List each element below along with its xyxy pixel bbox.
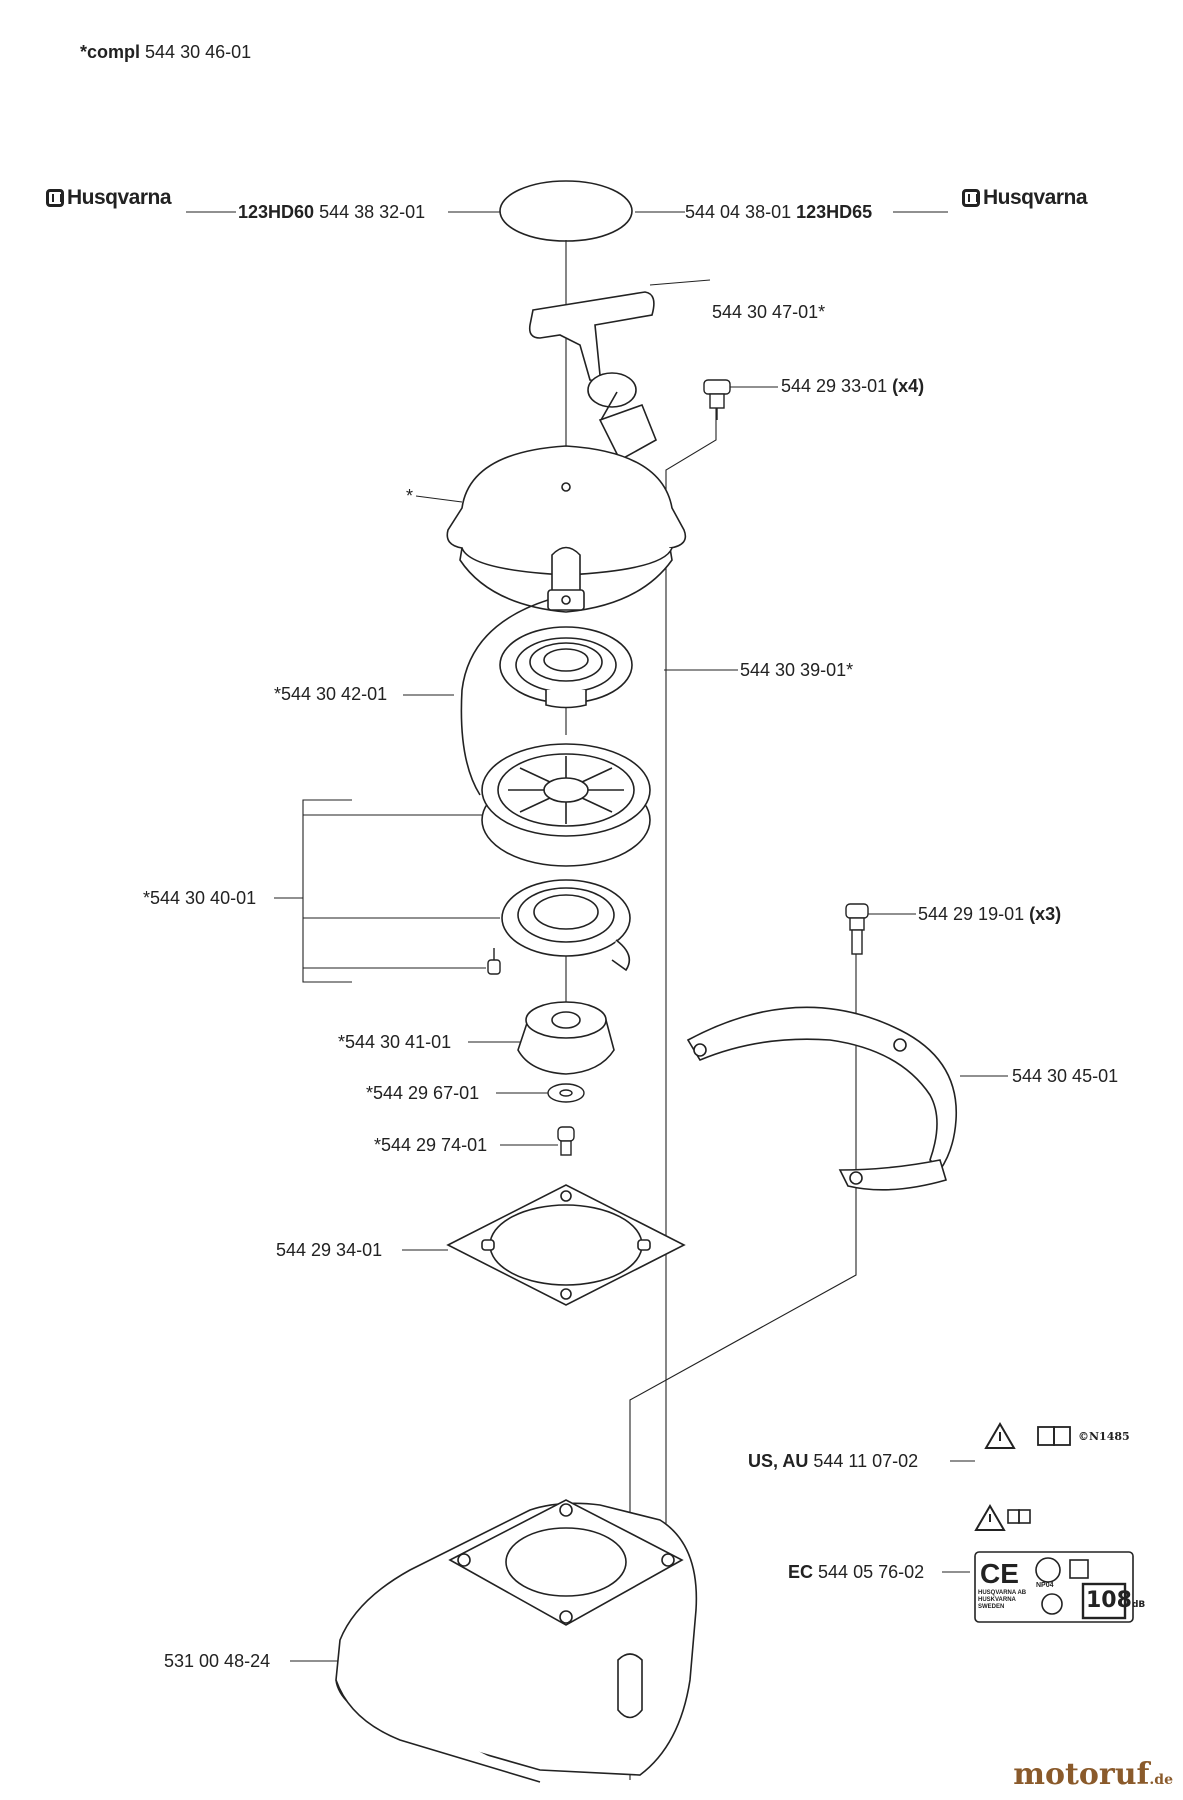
recoil-spring-top-shape [499,626,633,709]
watermark-main: motoruf [1013,1757,1150,1792]
decal-left-model: 123HD60 [238,202,315,222]
pulley-shape [481,743,651,867]
compl-prefix: *compl [80,42,141,62]
screw-x4-qty: (x4) [892,376,925,396]
center-screw-shape [557,1126,575,1156]
housing-star-label: * [406,486,414,506]
screw-x3-qty: (x3) [1029,904,1062,924]
fan-cover-shape [335,1499,698,1783]
screw-x4-number: 544 29 33-01 [781,376,888,396]
brand-name-right: Husqvarna [983,186,1088,209]
screw-x4-label: 544 29 33-01 (x4) [781,376,924,396]
center-screw-label: *544 29 74-01 [374,1135,488,1155]
rope-shape [460,599,549,796]
spring-top-label: 544 30 39-01* [740,660,854,680]
ce-mark: CE [980,1558,1019,1589]
pawl-label: *544 30 41-01 [338,1032,452,1052]
brand-logo-right: Husqvarna [962,186,1088,210]
db-number: 108 [1086,1588,1132,1613]
gasket-shape [446,1184,686,1306]
decal-left-label: 123HD60 544 38 32-01 [238,202,425,222]
washer-shape [547,1083,585,1103]
decal-right-label: 544 04 38-01 123HD65 [685,202,872,222]
handle-label: 544 30 47-01* [712,302,826,322]
compl-number: 544 30 46-01 [145,42,252,62]
rope-label: *544 30 42-01 [274,684,388,704]
manual-book-us-icon [1037,1426,1071,1446]
ec-region: EC [788,1562,814,1582]
guard-label: 544 30 45-01 [1012,1066,1119,1086]
recoil-spring-lower-shape [501,879,631,972]
ec-number: 544 05 76-02 [818,1562,925,1582]
screw-x3-shape [845,903,869,955]
n1485-mark: ©N1485 [1078,1430,1130,1443]
decal-right-number: 544 04 38-01 [685,202,792,222]
us-au-region: US, AU [748,1451,809,1471]
small-screw-shape [487,948,501,975]
np04-mark: NP04 [1036,1582,1054,1589]
warning-triangle-us-icon [984,1422,1016,1449]
ec-decal-frame [974,1504,1134,1623]
guard-shape [686,1006,957,1191]
watermark-suffix: .de [1149,1772,1173,1788]
screw-x3-number: 544 29 19-01 [918,904,1025,924]
husqvarna-crown-icon [962,189,980,207]
us-au-number: 544 11 07-02 [813,1451,919,1471]
pulley-group-label: *544 30 40-01 [143,888,257,908]
db-value: 108dB [1086,1588,1145,1613]
watermark: motoruf.de [1013,1757,1173,1792]
us-au-label: US, AU 544 11 07-02 [748,1451,918,1471]
brand-name-left: Husqvarna [67,186,172,209]
fan-cover-label: 531 00 48-24 [164,1651,271,1671]
gasket-label: 544 29 34-01 [276,1240,383,1260]
compl-label: *compl 544 30 46-01 [80,42,251,62]
screw-x3-label: 544 29 19-01 (x3) [918,904,1061,924]
decal-oval [499,180,633,242]
pawl-shape [517,1001,615,1075]
husqvarna-crown-icon [46,189,64,207]
screw-x4-shape [703,379,731,420]
db-unit: dB [1131,1600,1146,1610]
washer-label: *544 29 67-01 [366,1083,480,1103]
maker-text: HUSQVARNA AB HUSKVARNA SWEDEN [978,1590,1027,1610]
brand-logo-left: Husqvarna [46,186,172,210]
starter-housing-shape [446,445,687,613]
decal-right-model: 123HD65 [796,202,873,222]
decal-left-number: 544 38 32-01 [319,202,426,222]
ec-label: EC 544 05 76-02 [788,1562,924,1582]
starter-handle-shape [528,291,658,462]
